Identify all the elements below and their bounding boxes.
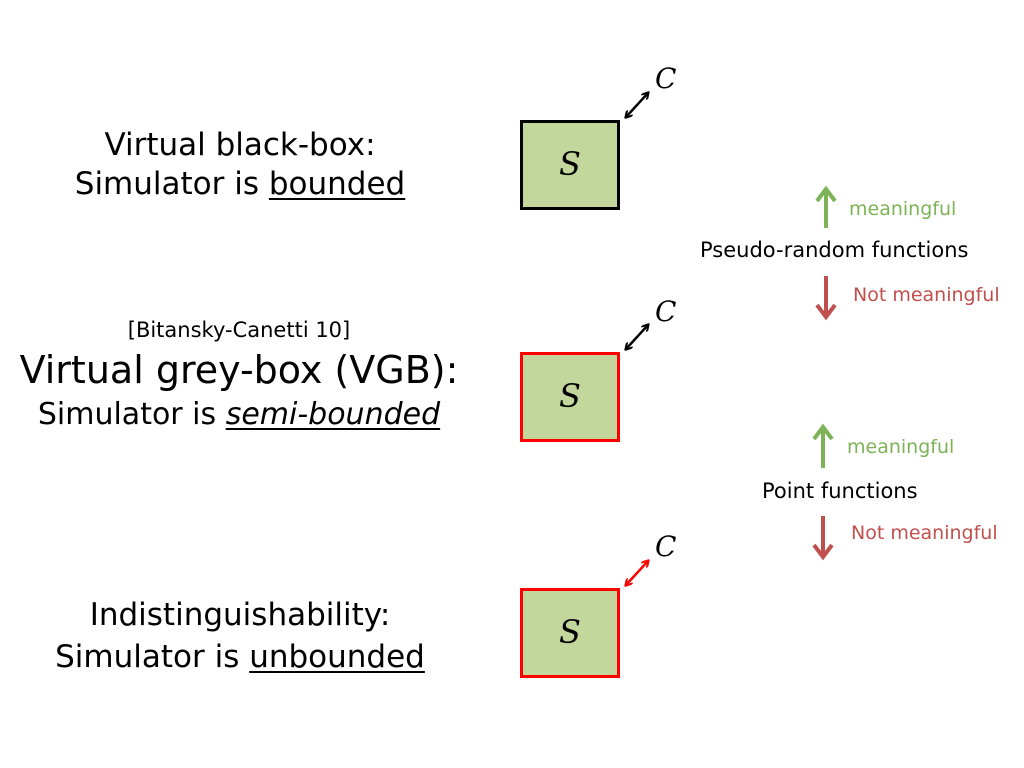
double-arrow-1 bbox=[626, 93, 648, 117]
down-arrow-1 bbox=[815, 276, 837, 321]
row3-title: Indistinguishability: bbox=[89, 597, 391, 633]
circuit-symbol-3: C bbox=[655, 530, 677, 563]
up-arrow-1 bbox=[815, 185, 837, 228]
row3-text: Indistinguishability: Simulator is unbou… bbox=[40, 596, 440, 680]
row3-subtitle-emph: unbounded bbox=[249, 639, 425, 675]
simulator-box-semi-bounded: S bbox=[520, 352, 620, 442]
simulator-symbol: S bbox=[559, 377, 581, 415]
simulator-box-unbounded: S bbox=[520, 588, 620, 678]
not-meaningful-label-1: Not meaningful bbox=[853, 284, 1000, 306]
function-label-point: Point functions bbox=[762, 479, 918, 503]
row2-subtitle-prefix: Simulator is bbox=[37, 397, 226, 432]
up-arrow-2 bbox=[812, 423, 834, 468]
meaningful-label-2: meaningful bbox=[847, 436, 955, 458]
row1-text: Virtual black-box: Simulator is bounded bbox=[40, 126, 440, 204]
double-arrow-2 bbox=[626, 325, 648, 349]
not-meaningful-label-2: Not meaningful bbox=[851, 522, 998, 544]
double-arrow-3 bbox=[626, 561, 648, 585]
row3-subtitle: Simulator is unbounded bbox=[40, 634, 440, 680]
simulator-symbol: S bbox=[559, 613, 581, 651]
row1-subtitle-emph: bounded bbox=[268, 166, 406, 202]
row3-subtitle-prefix: Simulator is bbox=[55, 639, 250, 675]
function-label-prf: Pseudo-random functions bbox=[700, 238, 969, 262]
row1-subtitle: Simulator is bounded bbox=[40, 164, 440, 204]
circuit-symbol-2: C bbox=[655, 295, 677, 328]
circuit-symbol-1: C bbox=[655, 62, 677, 95]
simulator-symbol: S bbox=[559, 145, 581, 183]
down-arrow-2 bbox=[812, 516, 834, 561]
row2-subtitle-emph: semi-bounded bbox=[225, 397, 441, 432]
meaningful-label-1: meaningful bbox=[849, 198, 957, 220]
row2-text: [Bitansky-Canetti 10] Virtual grey-box (… bbox=[14, 315, 464, 435]
row2-subtitle: Simulator is semi-bounded bbox=[14, 395, 464, 435]
row1-title: Virtual black-box: bbox=[104, 127, 376, 163]
row2-title: Virtual grey-box (VGB): bbox=[19, 348, 459, 392]
simulator-box-bounded: S bbox=[520, 120, 620, 210]
row1-subtitle-prefix: Simulator is bbox=[74, 166, 269, 202]
row2-citation: [Bitansky-Canetti 10] bbox=[127, 318, 351, 342]
